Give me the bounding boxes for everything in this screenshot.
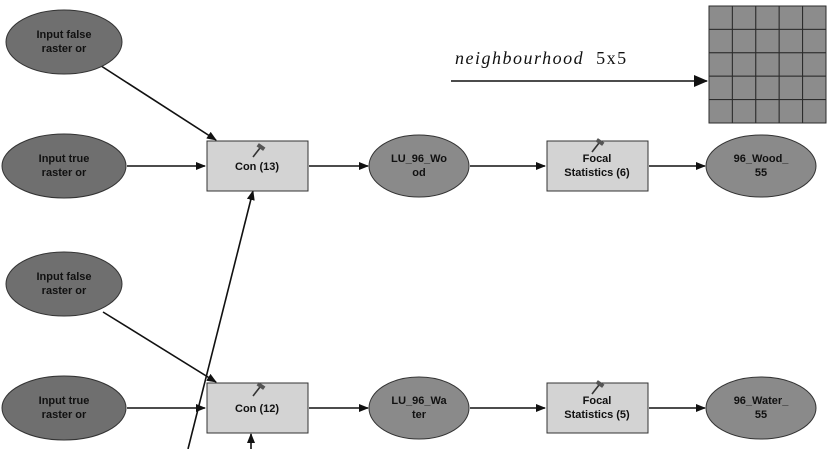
node-label-line: Con (13)	[235, 161, 279, 173]
annotation-size: 5x5	[596, 48, 628, 68]
kernel-cell	[755, 52, 780, 77]
kernel-cell	[802, 99, 827, 124]
node-label-line: ter	[412, 409, 427, 421]
lu-96-water[interactable]: LU_96_Wa ter	[368, 376, 470, 440]
input-false-raster-1[interactable]: Input false raster or	[5, 9, 123, 75]
input-false-raster-2[interactable]: Input false raster or	[5, 251, 123, 317]
kernel-cell	[731, 52, 757, 77]
hammer-icon	[252, 382, 266, 397]
kernel-cell	[778, 75, 804, 101]
hammer-icon	[591, 380, 605, 395]
node-label-line: Focal	[583, 395, 612, 407]
kernel-cell	[731, 75, 757, 101]
node-label-line: Input true	[39, 395, 90, 407]
edge-input-false-2-to-con-12	[102, 311, 217, 383]
input-true-raster-2[interactable]: Input true raster or	[1, 375, 127, 441]
node-label-line: 96_Wood_	[734, 153, 790, 165]
tool-focal-statistics-5[interactable]: Focal Statistics (5)	[546, 380, 649, 434]
kernel-cell	[802, 52, 827, 77]
edge-input-false-1-to-con-13	[94, 61, 217, 141]
node-label-line: Statistics (5)	[564, 409, 630, 421]
tool-con-13[interactable]: Con (13)	[206, 140, 309, 192]
kernel-cell	[755, 99, 780, 124]
kernel-cell	[778, 28, 804, 54]
node-label-line: Input true	[39, 153, 90, 165]
kernel-cell	[802, 28, 827, 54]
output-96-water-55[interactable]: 96_Water_ 55	[705, 376, 817, 440]
node-label-line: raster or	[42, 167, 87, 179]
connectors	[94, 61, 708, 449]
kernel-cell	[755, 75, 780, 101]
kernel-cell	[708, 75, 733, 101]
kernel-grid-5x5	[708, 5, 827, 124]
kernel-cell	[778, 52, 804, 77]
hammer-icon	[591, 138, 605, 153]
node-label-line: Input false	[36, 29, 91, 41]
tool-con-12[interactable]: Con (12)	[206, 382, 309, 434]
node-label-line: Con (12)	[235, 403, 279, 415]
node-label-line: 55	[755, 409, 767, 421]
node-label-line: Focal	[583, 153, 612, 165]
kernel-cell	[802, 5, 827, 30]
output-96-wood-55[interactable]: 96_Wood_ 55	[705, 134, 817, 198]
node-label-line: 55	[755, 167, 767, 179]
kernel-cell	[778, 5, 804, 30]
node-label-line: 96_Water_	[734, 395, 790, 407]
kernel-cell	[731, 5, 757, 30]
kernel-cell	[755, 28, 780, 54]
kernel-cell	[708, 28, 733, 54]
kernel-cell	[778, 99, 804, 124]
kernel-cell	[708, 52, 733, 77]
kernel-cell	[802, 75, 827, 101]
annotation-italic-word: neighbourhood	[455, 48, 584, 68]
kernel-cell	[708, 5, 733, 30]
node-label-line: LU_96_Wa	[391, 395, 447, 407]
node-label-line: raster or	[42, 409, 87, 421]
node-label-line: Input false	[36, 271, 91, 283]
kernel-cell	[731, 99, 757, 124]
node-label-line: LU_96_Wo	[391, 153, 447, 165]
node-label-line: raster or	[42, 43, 87, 55]
input-true-raster-1[interactable]: Input true raster or	[1, 133, 127, 199]
neighbourhood-annotation: neighbourhood 5x5	[455, 48, 628, 68]
tool-focal-statistics-6[interactable]: Focal Statistics (6)	[546, 138, 649, 192]
kernel-cell	[755, 5, 780, 30]
hammer-icon	[252, 143, 266, 158]
kernel-cell	[731, 28, 757, 54]
node-label-line: od	[412, 167, 425, 179]
node-label-line: raster or	[42, 285, 87, 297]
lu-96-wood[interactable]: LU_96_Wo od	[368, 134, 470, 198]
kernel-cell	[708, 99, 733, 124]
node-label-line: Statistics (6)	[564, 167, 630, 179]
